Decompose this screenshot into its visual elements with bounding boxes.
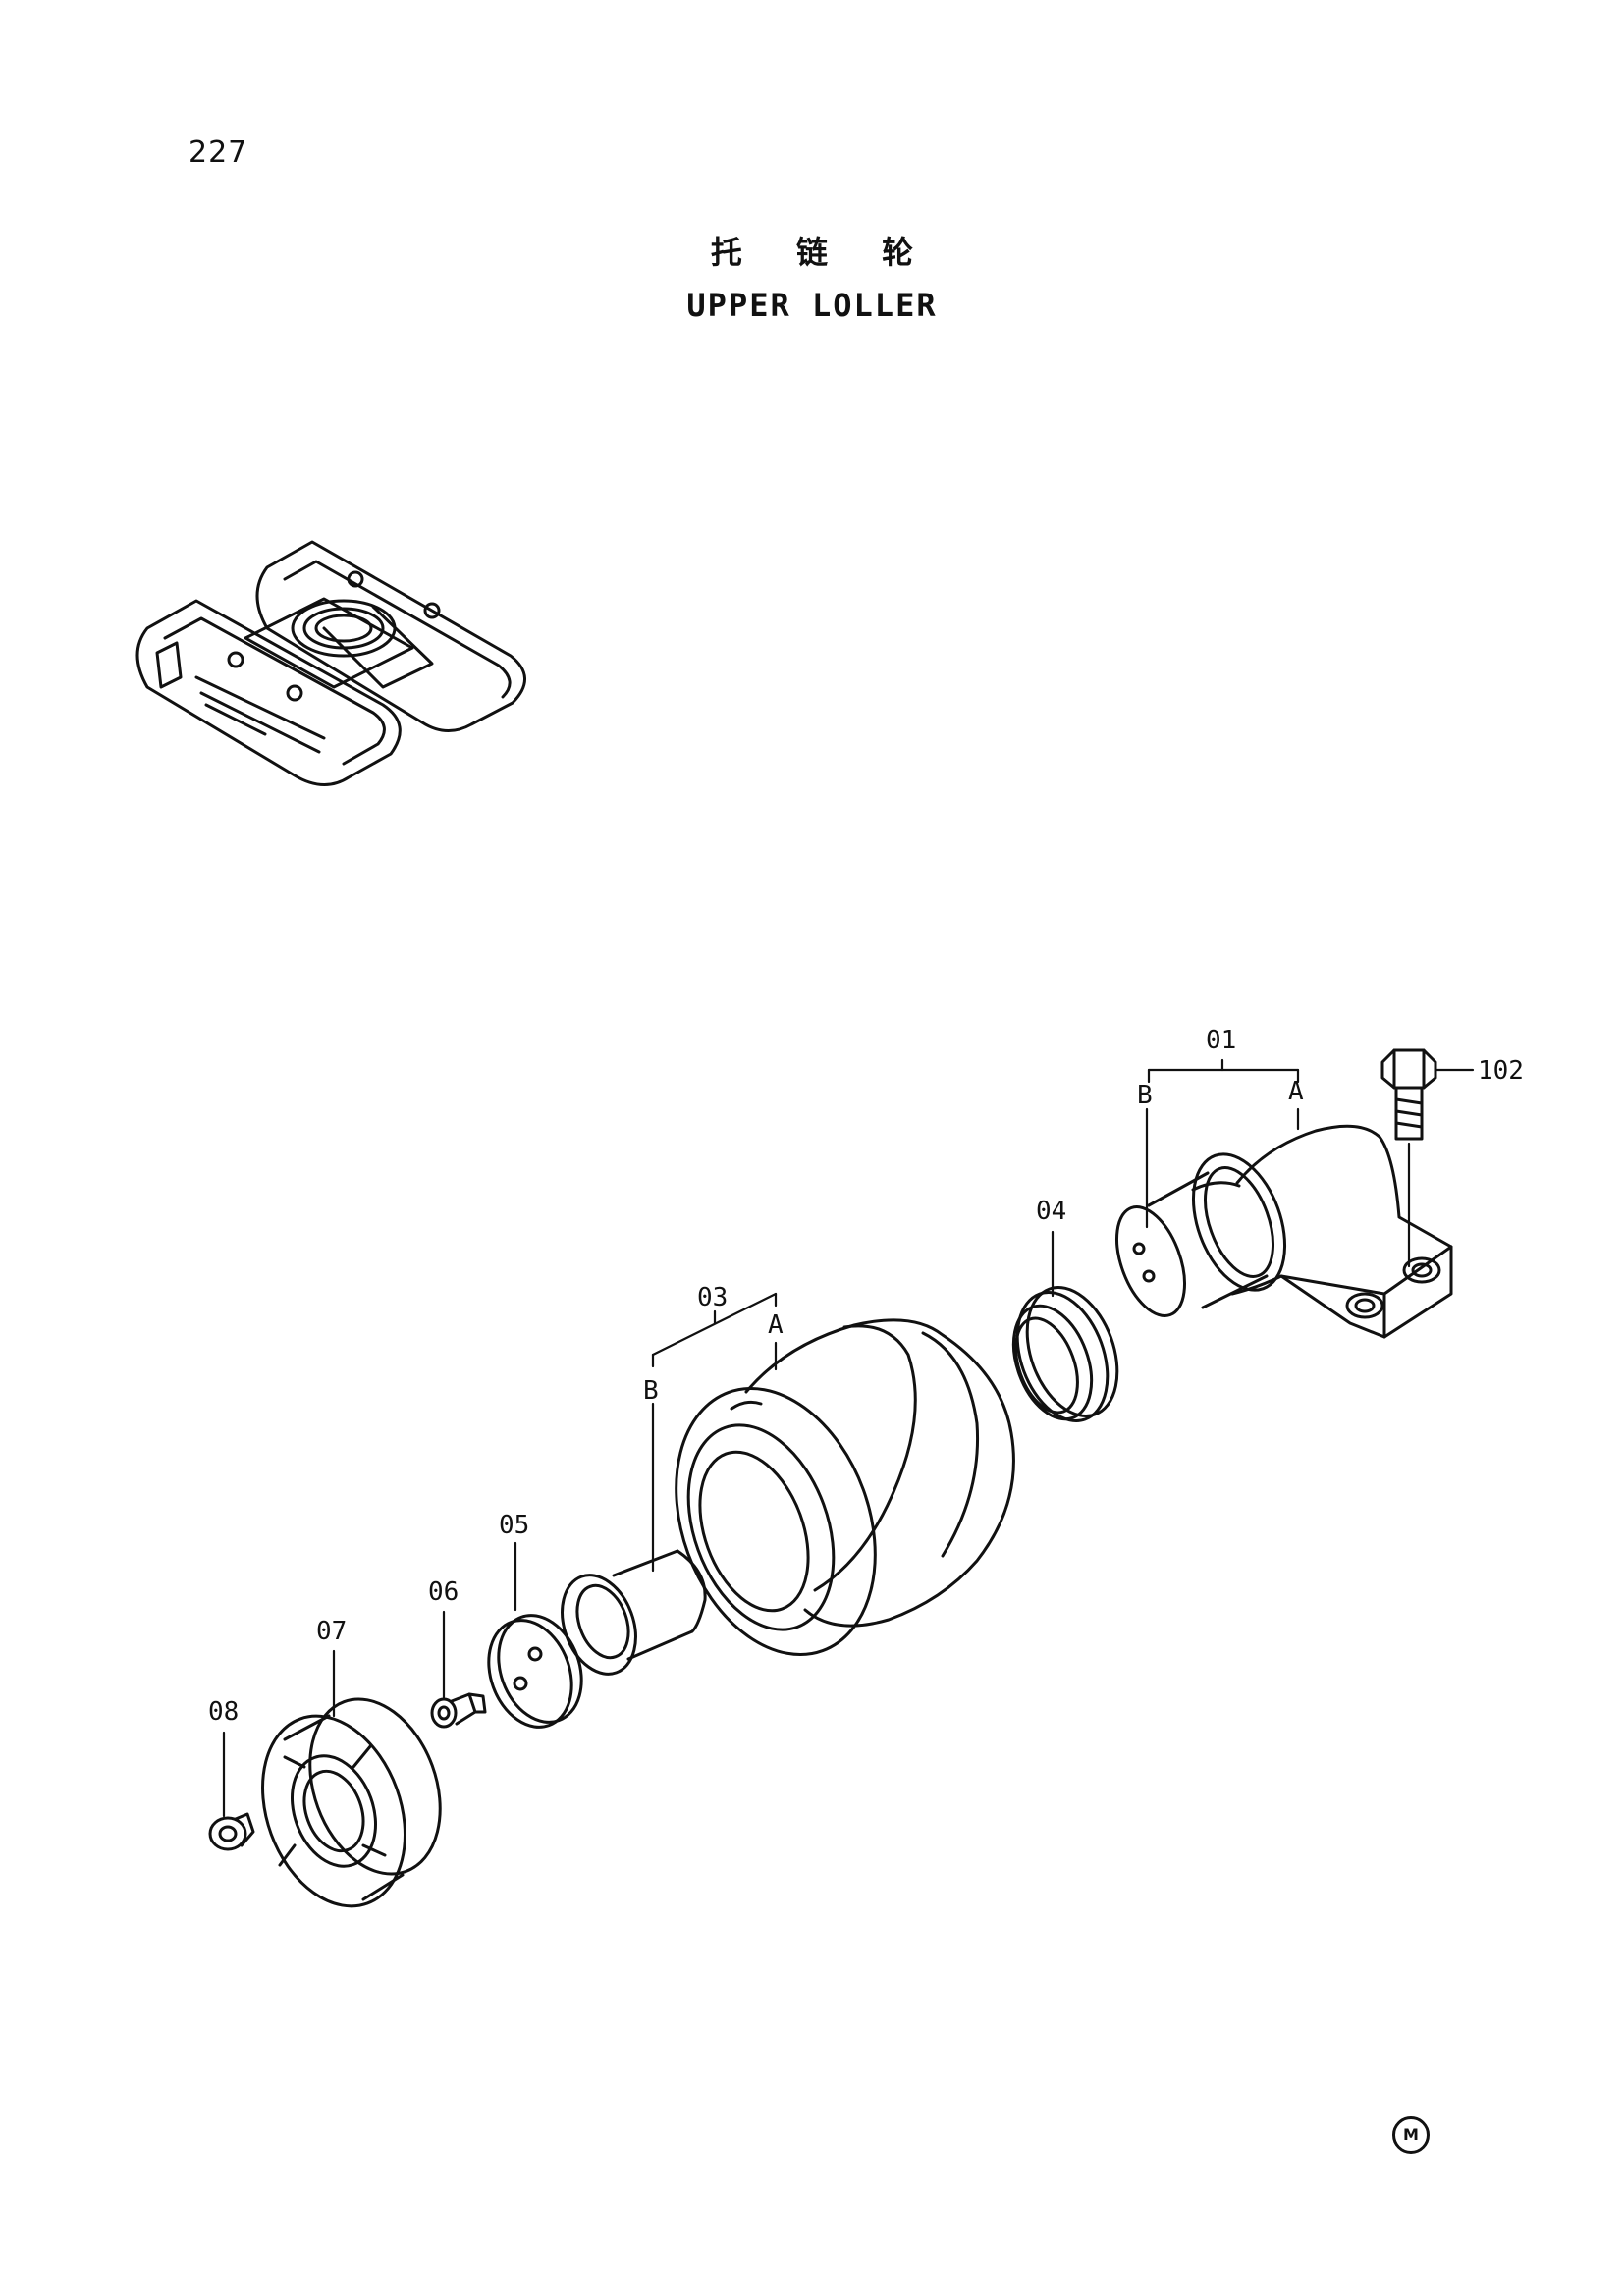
- callout-03-a: A: [768, 1310, 784, 1340]
- part-08-plug: [208, 1812, 255, 1851]
- part-05-plate: [487, 1614, 583, 1729]
- callout-102: 102: [1478, 1056, 1524, 1086]
- callout-04: 04: [1036, 1197, 1066, 1226]
- manufacturer-mark: M: [1392, 2116, 1430, 2154]
- part-102-bolt: [1380, 1048, 1437, 1141]
- page-number: 227: [189, 135, 248, 170]
- part-03b-bushing: [561, 1549, 707, 1676]
- part-06-screw: [430, 1692, 487, 1729]
- title-chinese: 托 链 轮: [710, 234, 936, 271]
- part-03-roller: [675, 1318, 1015, 1657]
- callout-05: 05: [499, 1511, 529, 1540]
- part-04-floating-seal: [1011, 1286, 1119, 1422]
- callout-03-b: B: [643, 1376, 659, 1406]
- part-07-cover: [261, 1697, 442, 1908]
- title-block: 托 链 轮 UPPER LOLLER: [0, 228, 1624, 324]
- track-frame-thumbnail: [135, 540, 526, 786]
- callout-07: 07: [316, 1617, 347, 1646]
- title-english: UPPER LOLLER: [686, 287, 938, 324]
- callout-03: 03: [697, 1283, 728, 1312]
- callout-08: 08: [208, 1697, 239, 1727]
- callout-01-a: A: [1288, 1077, 1304, 1106]
- leader-lines: [222, 1058, 1475, 1818]
- callout-01-b: B: [1137, 1081, 1153, 1110]
- part-01-shaft-bracket: [1115, 1124, 1453, 1339]
- callout-06: 06: [428, 1577, 459, 1607]
- callout-01: 01: [1206, 1026, 1236, 1055]
